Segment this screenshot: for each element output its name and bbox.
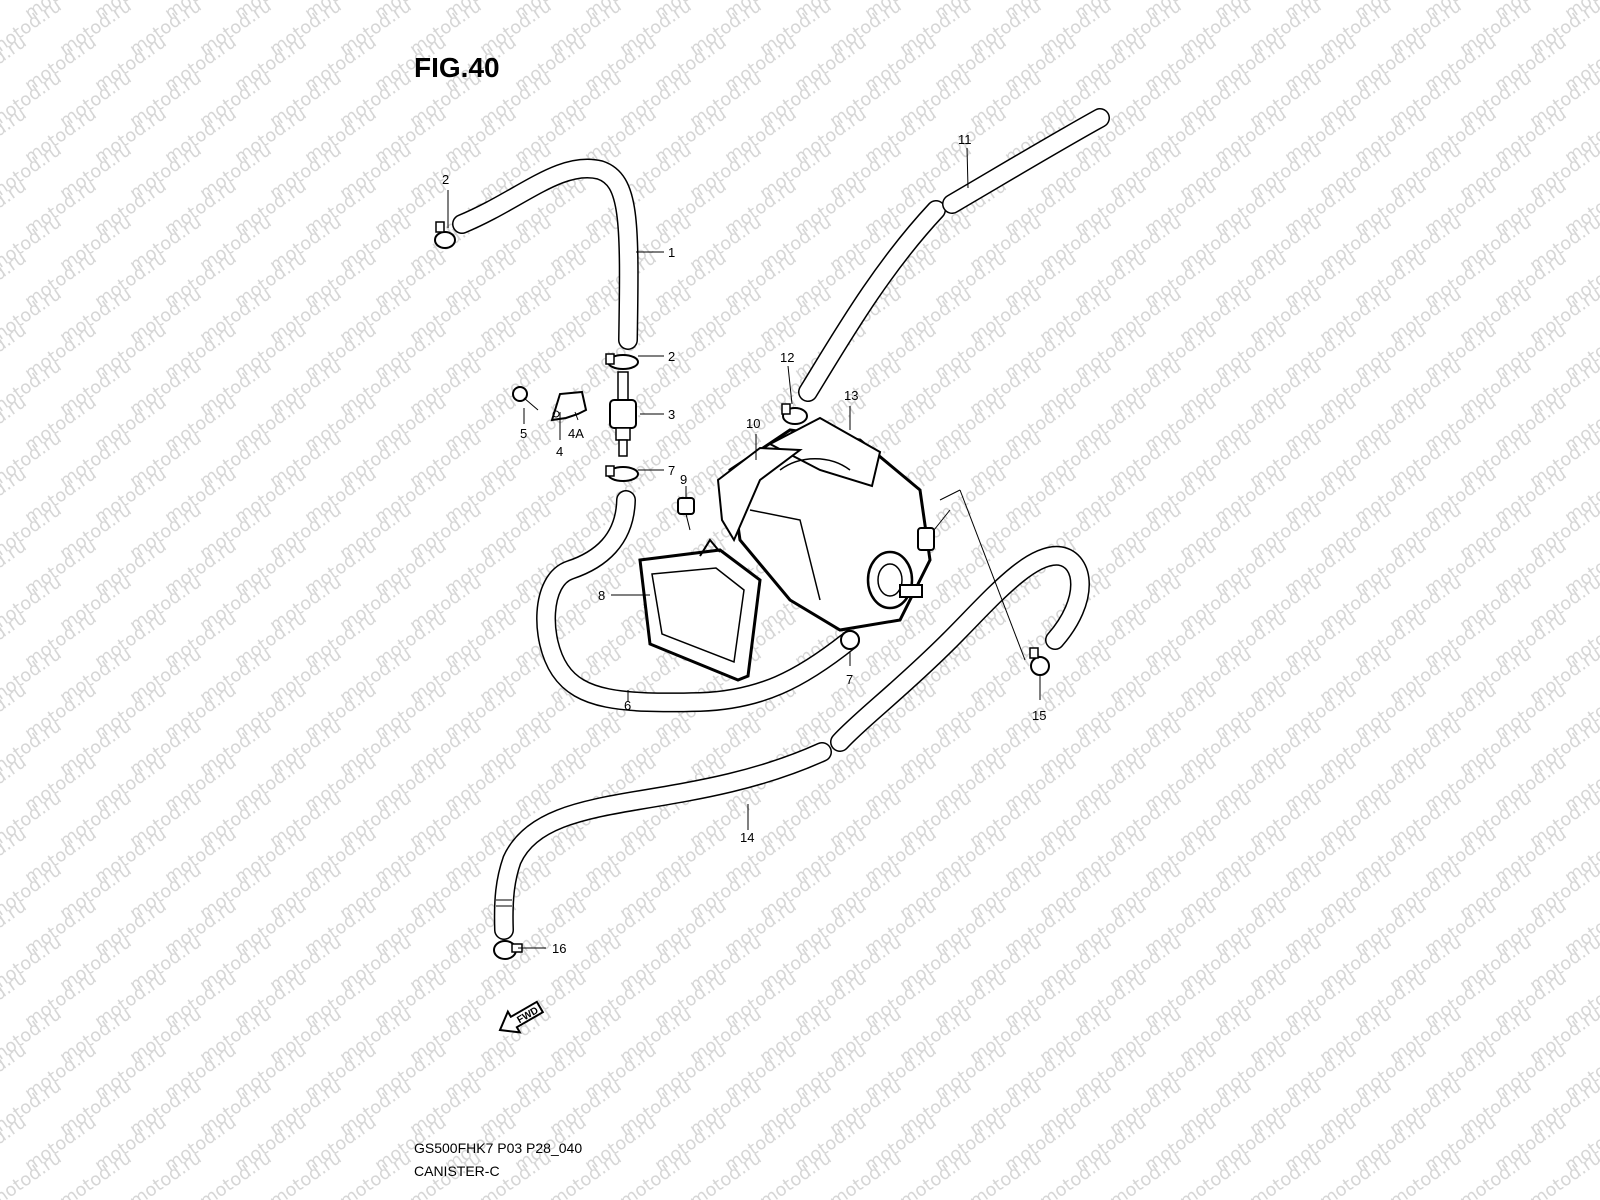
callout-4a: 4A (568, 426, 584, 441)
callout-3: 3 (668, 407, 675, 422)
gasket-10 (716, 446, 803, 543)
hose-14 (493, 545, 1090, 940)
callout-16: 16 (552, 941, 566, 956)
callout-10: 10 (746, 416, 760, 431)
callout-9: 9 (680, 472, 687, 487)
callout-6: 6 (624, 698, 631, 713)
callouts: 2 1 2 3 5 4A 4 7 9 8 6 7 10 12 13 11 15 … (442, 132, 1046, 956)
model-code: GS500FHK7 P03 P28_040 (414, 1140, 583, 1156)
callout-14: 14 (740, 830, 754, 845)
figure-title: FIG.40 (414, 52, 500, 83)
clamp-2-top (434, 221, 456, 249)
leader-lines (447, 147, 1041, 949)
clamp-7-upper (605, 465, 639, 482)
callout-2-top: 2 (442, 172, 449, 187)
callout-12: 12 (780, 350, 794, 365)
hose-6 (536, 490, 860, 713)
bolt-5 (512, 386, 539, 411)
section-name: CANISTER-C (414, 1163, 500, 1179)
hose-11 (798, 108, 1110, 402)
callout-8: 8 (598, 588, 605, 603)
callout-2-mid: 2 (668, 349, 675, 364)
valve-3 (609, 371, 637, 457)
callout-13: 13 (844, 388, 858, 403)
callout-7-upper: 7 (668, 463, 675, 478)
clamp-15 (1029, 647, 1050, 676)
callout-7-lower: 7 (846, 672, 853, 687)
callout-5: 5 (520, 426, 527, 441)
callout-15: 15 (1032, 708, 1046, 723)
hose-1 (452, 158, 639, 350)
clamp-12 (781, 403, 808, 425)
watermark-text: motod.ru (1526, 1148, 1600, 1200)
canister-13 (728, 416, 1026, 661)
callout-11: 11 (958, 132, 972, 147)
clamp-2-mid (605, 353, 639, 370)
bracket-8 (638, 538, 762, 682)
fwd-arrow-icon: FWD (498, 1000, 545, 1034)
callout-1: 1 (668, 245, 675, 260)
callout-4: 4 (556, 444, 563, 459)
